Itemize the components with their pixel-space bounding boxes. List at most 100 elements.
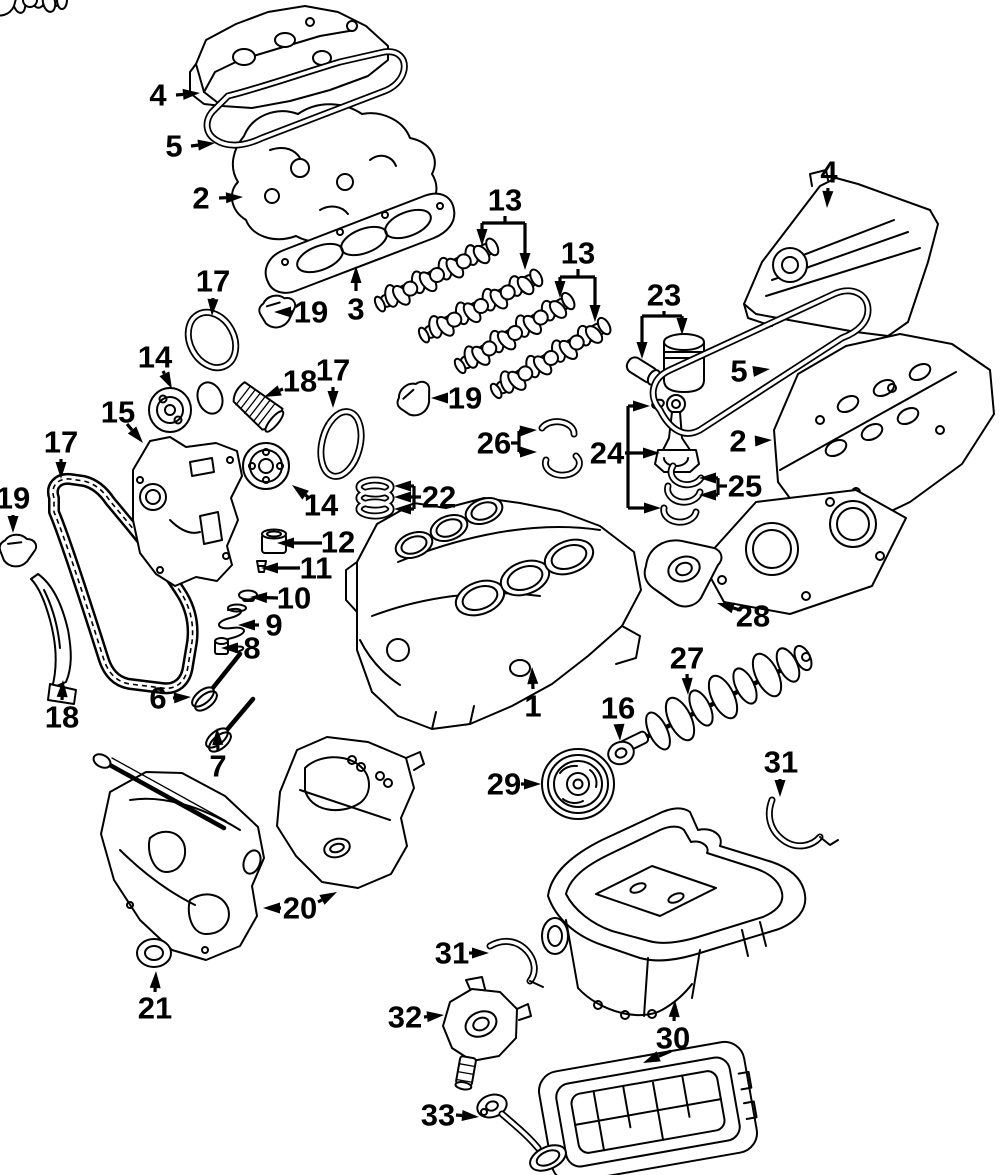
callout-16-34: 16 (601, 691, 635, 741)
arrow-head (527, 667, 539, 685)
arrow-head (225, 192, 243, 204)
arrow-head (636, 342, 648, 359)
camshaft-sprocket (148, 381, 224, 433)
callout-19-26: 19 (0, 481, 30, 533)
callout-4-10: 4 (820, 155, 838, 208)
callout-22-16: 22 (394, 480, 456, 515)
callout-14-28: 14 (292, 485, 339, 523)
arrow-head (319, 892, 337, 905)
callout-label-32: 32 (388, 1000, 422, 1035)
callout-label-1: 1 (524, 689, 541, 724)
arrow-head (264, 385, 282, 397)
arrow-head (182, 88, 200, 100)
camshaft-4 (484, 310, 617, 407)
callout-31-37: 31 (764, 745, 798, 797)
arrow-head (350, 266, 362, 283)
arrow-head (476, 229, 488, 246)
arrow-shaft (190, 143, 199, 148)
arrow-head (554, 281, 566, 298)
head-gasket-left (264, 192, 456, 294)
callout-label-17: 17 (44, 425, 78, 460)
crankshaft-pulley (541, 748, 615, 820)
callout-9-20: 9 (238, 608, 283, 643)
arrow-head (7, 516, 19, 533)
callout-label-28: 28 (736, 599, 770, 634)
arrow-head (221, 642, 238, 654)
callout-label-18: 18 (45, 700, 79, 735)
callout-label-29: 29 (487, 767, 521, 802)
callout-13-7: 13 (554, 236, 601, 322)
arrow-head (394, 480, 411, 492)
callout-label-18: 18 (283, 364, 317, 399)
callout-label-13: 13 (488, 183, 522, 218)
camshaft-3 (448, 285, 581, 382)
engine-block (345, 496, 642, 730)
callout-label-3: 3 (347, 292, 364, 327)
arrow-head (774, 780, 786, 797)
arrow-shaft (175, 92, 184, 97)
mount-bracket-defs (0, 0, 17, 17)
callout-label-27: 27 (670, 641, 704, 676)
oil-pan-lower (538, 1040, 758, 1175)
callout-label-7: 7 (209, 749, 226, 784)
arrow-head (519, 425, 537, 437)
callout-7-23: 7 (209, 728, 227, 784)
callout-label-30: 30 (656, 1021, 690, 1056)
spring-retainer (238, 589, 258, 602)
callout-20-39: 20 (263, 891, 337, 926)
arrow-head (643, 1051, 661, 1063)
callout-19-4: 19 (274, 295, 328, 330)
arrow-head (519, 253, 531, 270)
callout-label-24: 24 (590, 436, 625, 471)
arrow-shaft (304, 493, 309, 499)
arrow-head (633, 400, 650, 412)
valve-cover-right (743, 169, 939, 337)
callout-25-13: 25 (699, 469, 762, 504)
callout-label-2: 2 (192, 181, 209, 216)
callout-19-8: 19 (431, 381, 482, 416)
callout-label-15: 15 (101, 395, 135, 430)
callout-5-1: 5 (165, 129, 215, 164)
arrow-head (127, 426, 143, 443)
arrow-shaft (455, 1113, 463, 1118)
callout-32-42: 32 (388, 1000, 444, 1035)
callout-31-38: 31 (435, 936, 489, 971)
arrow-head (56, 680, 68, 698)
callout-label-6: 6 (149, 681, 166, 716)
callout-label-19: 19 (294, 295, 328, 330)
callout-18-30: 18 (264, 364, 317, 399)
arrow-head (394, 491, 411, 503)
arrow-shaft (732, 606, 741, 612)
callout-3-5: 3 (347, 266, 365, 327)
callout-15-24: 15 (101, 395, 143, 443)
arrow-head (292, 485, 309, 500)
crankshaft-front-seal (136, 938, 172, 968)
callout-label-14: 14 (138, 340, 173, 375)
arrow-head (149, 971, 161, 989)
callout-4-0: 4 (149, 78, 200, 113)
callout-29-36: 29 (487, 767, 541, 802)
arrow-head (643, 447, 660, 459)
callout-18-27: 18 (45, 680, 79, 735)
callout-17-31: 17 (316, 353, 350, 408)
head-gasket-right (701, 489, 907, 615)
callout-30-41: 30 (643, 1000, 690, 1063)
callout-label-22: 22 (422, 480, 456, 515)
arrow-shaft (317, 898, 323, 904)
seal-end-tabs (529, 836, 839, 1172)
cover-stud-rod (92, 753, 227, 831)
callout-label-14: 14 (304, 488, 339, 523)
arrow-head (197, 139, 215, 151)
arrow-head (520, 446, 537, 458)
rear-main-seal-retainer (643, 539, 723, 608)
arrow-head (274, 306, 291, 318)
oil-pan-upper (541, 807, 807, 1020)
oil-pickup-tube (476, 1093, 508, 1119)
callout-label-10: 10 (277, 581, 311, 616)
arrow-head (261, 562, 278, 574)
callout-label-19: 19 (448, 381, 482, 416)
arrow-head (754, 435, 772, 447)
callout-2-2: 2 (192, 181, 243, 216)
arrow-shaft (279, 387, 284, 392)
valve-lifter (261, 528, 287, 554)
